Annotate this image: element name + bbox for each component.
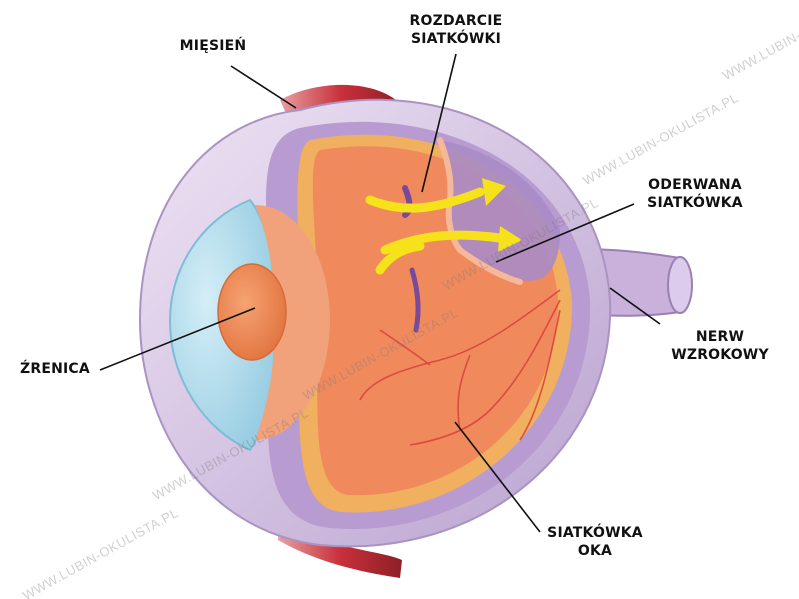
leader-detached (495, 203, 635, 263)
arrow-3 (375, 241, 425, 275)
lens (217, 263, 287, 361)
fluid-arrows (365, 187, 505, 275)
leader-pupil (99, 307, 256, 371)
retina-tear-slit-2 (409, 267, 421, 333)
detached-retina-gap (440, 140, 560, 281)
optic-nerve-end (667, 256, 693, 314)
arrow-2-head (498, 226, 522, 252)
iris (255, 205, 330, 440)
label-pupil: ŹRENICA (20, 361, 90, 377)
arrow-1 (365, 187, 485, 213)
leader-lines (99, 53, 661, 533)
label-optic-nerve: NERW WZROKOWY (671, 329, 769, 363)
arrow-1-head (482, 178, 506, 206)
leader-tear (421, 53, 457, 193)
arrow-2 (380, 230, 505, 255)
muscle-bottom (278, 520, 402, 578)
leader-muscle (230, 65, 297, 109)
retinal-vessels (359, 289, 561, 446)
label-detached-retina: ODERWANA SIATKÓWKA (647, 177, 743, 211)
label-retinal-tear: ROZDARCIE SIATKÓWKI (409, 13, 503, 47)
label-muscle: MIĘSIEŃ (179, 38, 247, 54)
leader-nerve (609, 287, 661, 325)
label-retina: SIATKÓWKA OKA (547, 525, 643, 559)
leader-retina (454, 421, 541, 533)
